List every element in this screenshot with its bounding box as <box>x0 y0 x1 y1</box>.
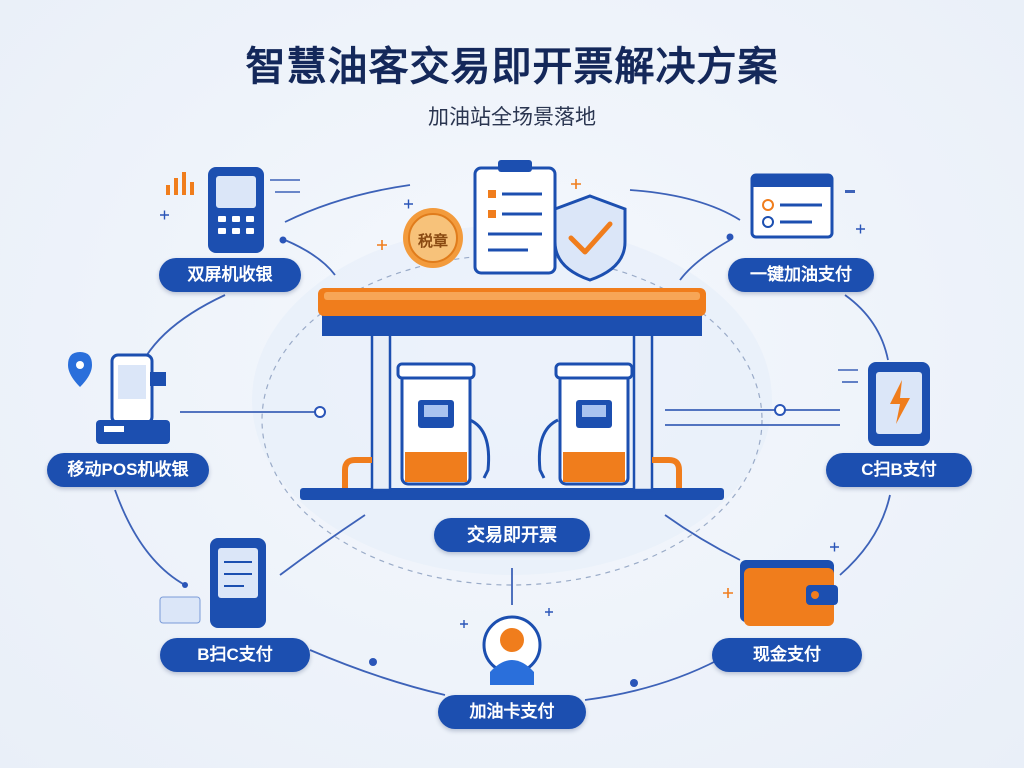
decor-plus-blue <box>160 199 865 628</box>
decor-plus-orange <box>377 179 733 598</box>
gas-station-icon <box>300 288 724 500</box>
page-title: 智慧油客交易即开票解决方案 <box>245 45 779 89</box>
shield-check-icon <box>553 194 627 282</box>
scenario-mobile-pos[interactable]: 移动POS机收银 <box>47 453 209 487</box>
scenario-dual-screen[interactable]: 双屏机收银 <box>159 258 301 292</box>
scenario-cash[interactable]: 现金支付 <box>712 638 862 672</box>
page-subtitle: 加油站全场景落地 <box>428 106 596 129</box>
center-label: 交易即开票 <box>434 518 590 552</box>
phone-terminal-icon <box>166 167 300 253</box>
scenario-fuel-card[interactable]: 加油卡支付 <box>438 695 586 729</box>
user-pin-icon <box>482 615 542 685</box>
orbit-connectors <box>114 184 891 701</box>
scenario-c-scan-b[interactable]: C扫B支付 <box>826 453 972 487</box>
invoice-icon <box>473 160 557 275</box>
scenario-b-scan-c[interactable]: B扫C支付 <box>160 638 310 672</box>
scenario-one-click[interactable]: 一键加油支付 <box>728 258 874 292</box>
phone-lightning-icon <box>838 362 930 446</box>
tax-stamp-label: 税章 <box>417 233 448 250</box>
wallet-icon <box>740 560 838 626</box>
tax-stamp-icon <box>403 208 463 268</box>
connector-dots <box>182 233 786 687</box>
tablet-icon <box>159 538 266 628</box>
pos-terminal-icon <box>68 352 170 444</box>
checklist-window-icon <box>750 173 855 239</box>
